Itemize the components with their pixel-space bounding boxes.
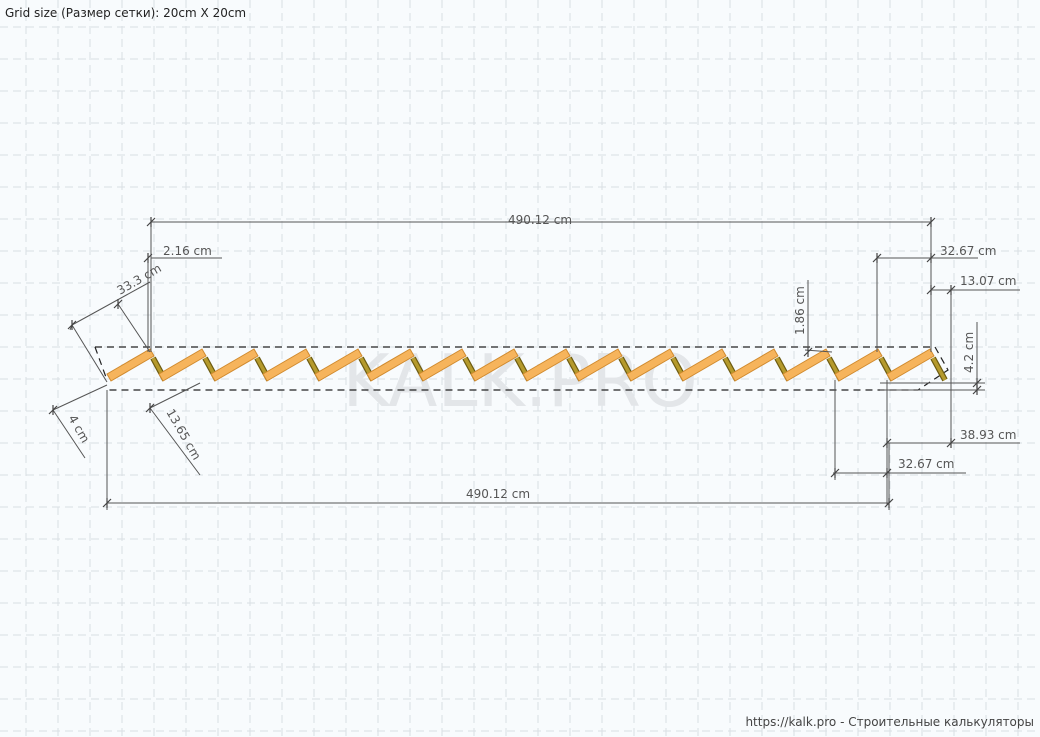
tread xyxy=(418,348,467,382)
site-credit[interactable]: https://kalk.pro - Строительные калькуля… xyxy=(745,715,1034,729)
tread xyxy=(782,348,831,382)
dimension-tick xyxy=(67,320,77,330)
dimension-tick xyxy=(926,285,936,295)
tread xyxy=(522,348,571,382)
tread xyxy=(210,348,259,382)
tread xyxy=(574,348,623,382)
dim-top-length: 490.12 cm xyxy=(508,213,572,227)
dimension-tick xyxy=(884,498,894,508)
steps xyxy=(106,348,948,382)
dimension-tick xyxy=(102,498,112,508)
tread xyxy=(730,348,779,382)
tread xyxy=(262,348,311,382)
dim-step-run-bottom: 32.67 cm xyxy=(898,457,954,471)
tread xyxy=(886,348,935,382)
dimension-tick xyxy=(143,253,153,263)
dimension-tick xyxy=(926,217,936,227)
dimension-tick xyxy=(145,403,155,413)
dim-step-run-top: 32.67 cm xyxy=(940,244,996,258)
dimension-tick xyxy=(48,405,58,415)
stringer-outline xyxy=(94,346,949,391)
dimension-tick xyxy=(882,468,892,478)
dimension-tick xyxy=(872,253,882,263)
tread xyxy=(834,348,883,382)
dim-overhang: 2.16 cm xyxy=(163,244,212,258)
dim-end-offset: 13.07 cm xyxy=(960,274,1016,288)
dim-last-run: 38.93 cm xyxy=(960,428,1016,442)
dimension-tick xyxy=(146,217,156,227)
tread xyxy=(626,348,675,382)
tread xyxy=(314,348,363,382)
tread xyxy=(158,348,207,382)
dimension-tick xyxy=(946,285,956,295)
dimension-tick xyxy=(882,438,892,448)
riser xyxy=(931,357,947,381)
dimension-tick xyxy=(830,468,840,478)
dimension-ticks xyxy=(48,217,982,508)
tread xyxy=(678,348,727,382)
dimension-tick xyxy=(972,385,982,395)
dim-tread-thickness: 4 cm xyxy=(65,413,92,446)
dim-riser-thickness: 1.86 cm xyxy=(793,286,807,335)
dim-bottom-length: 490.12 cm xyxy=(466,487,530,501)
tread xyxy=(470,348,519,382)
dimension-tick xyxy=(803,347,813,357)
tread xyxy=(106,348,155,382)
dimension-tick xyxy=(113,299,123,309)
grid-size-label: Grid size (Размер сетки): 20cm X 20cm xyxy=(5,6,247,20)
dimension-tick xyxy=(946,438,956,448)
dim-stringer-height: 4.2 cm xyxy=(962,332,976,373)
watermark: KALK.PRO xyxy=(342,339,698,423)
dimension-tick xyxy=(926,253,936,263)
tread xyxy=(366,348,415,382)
